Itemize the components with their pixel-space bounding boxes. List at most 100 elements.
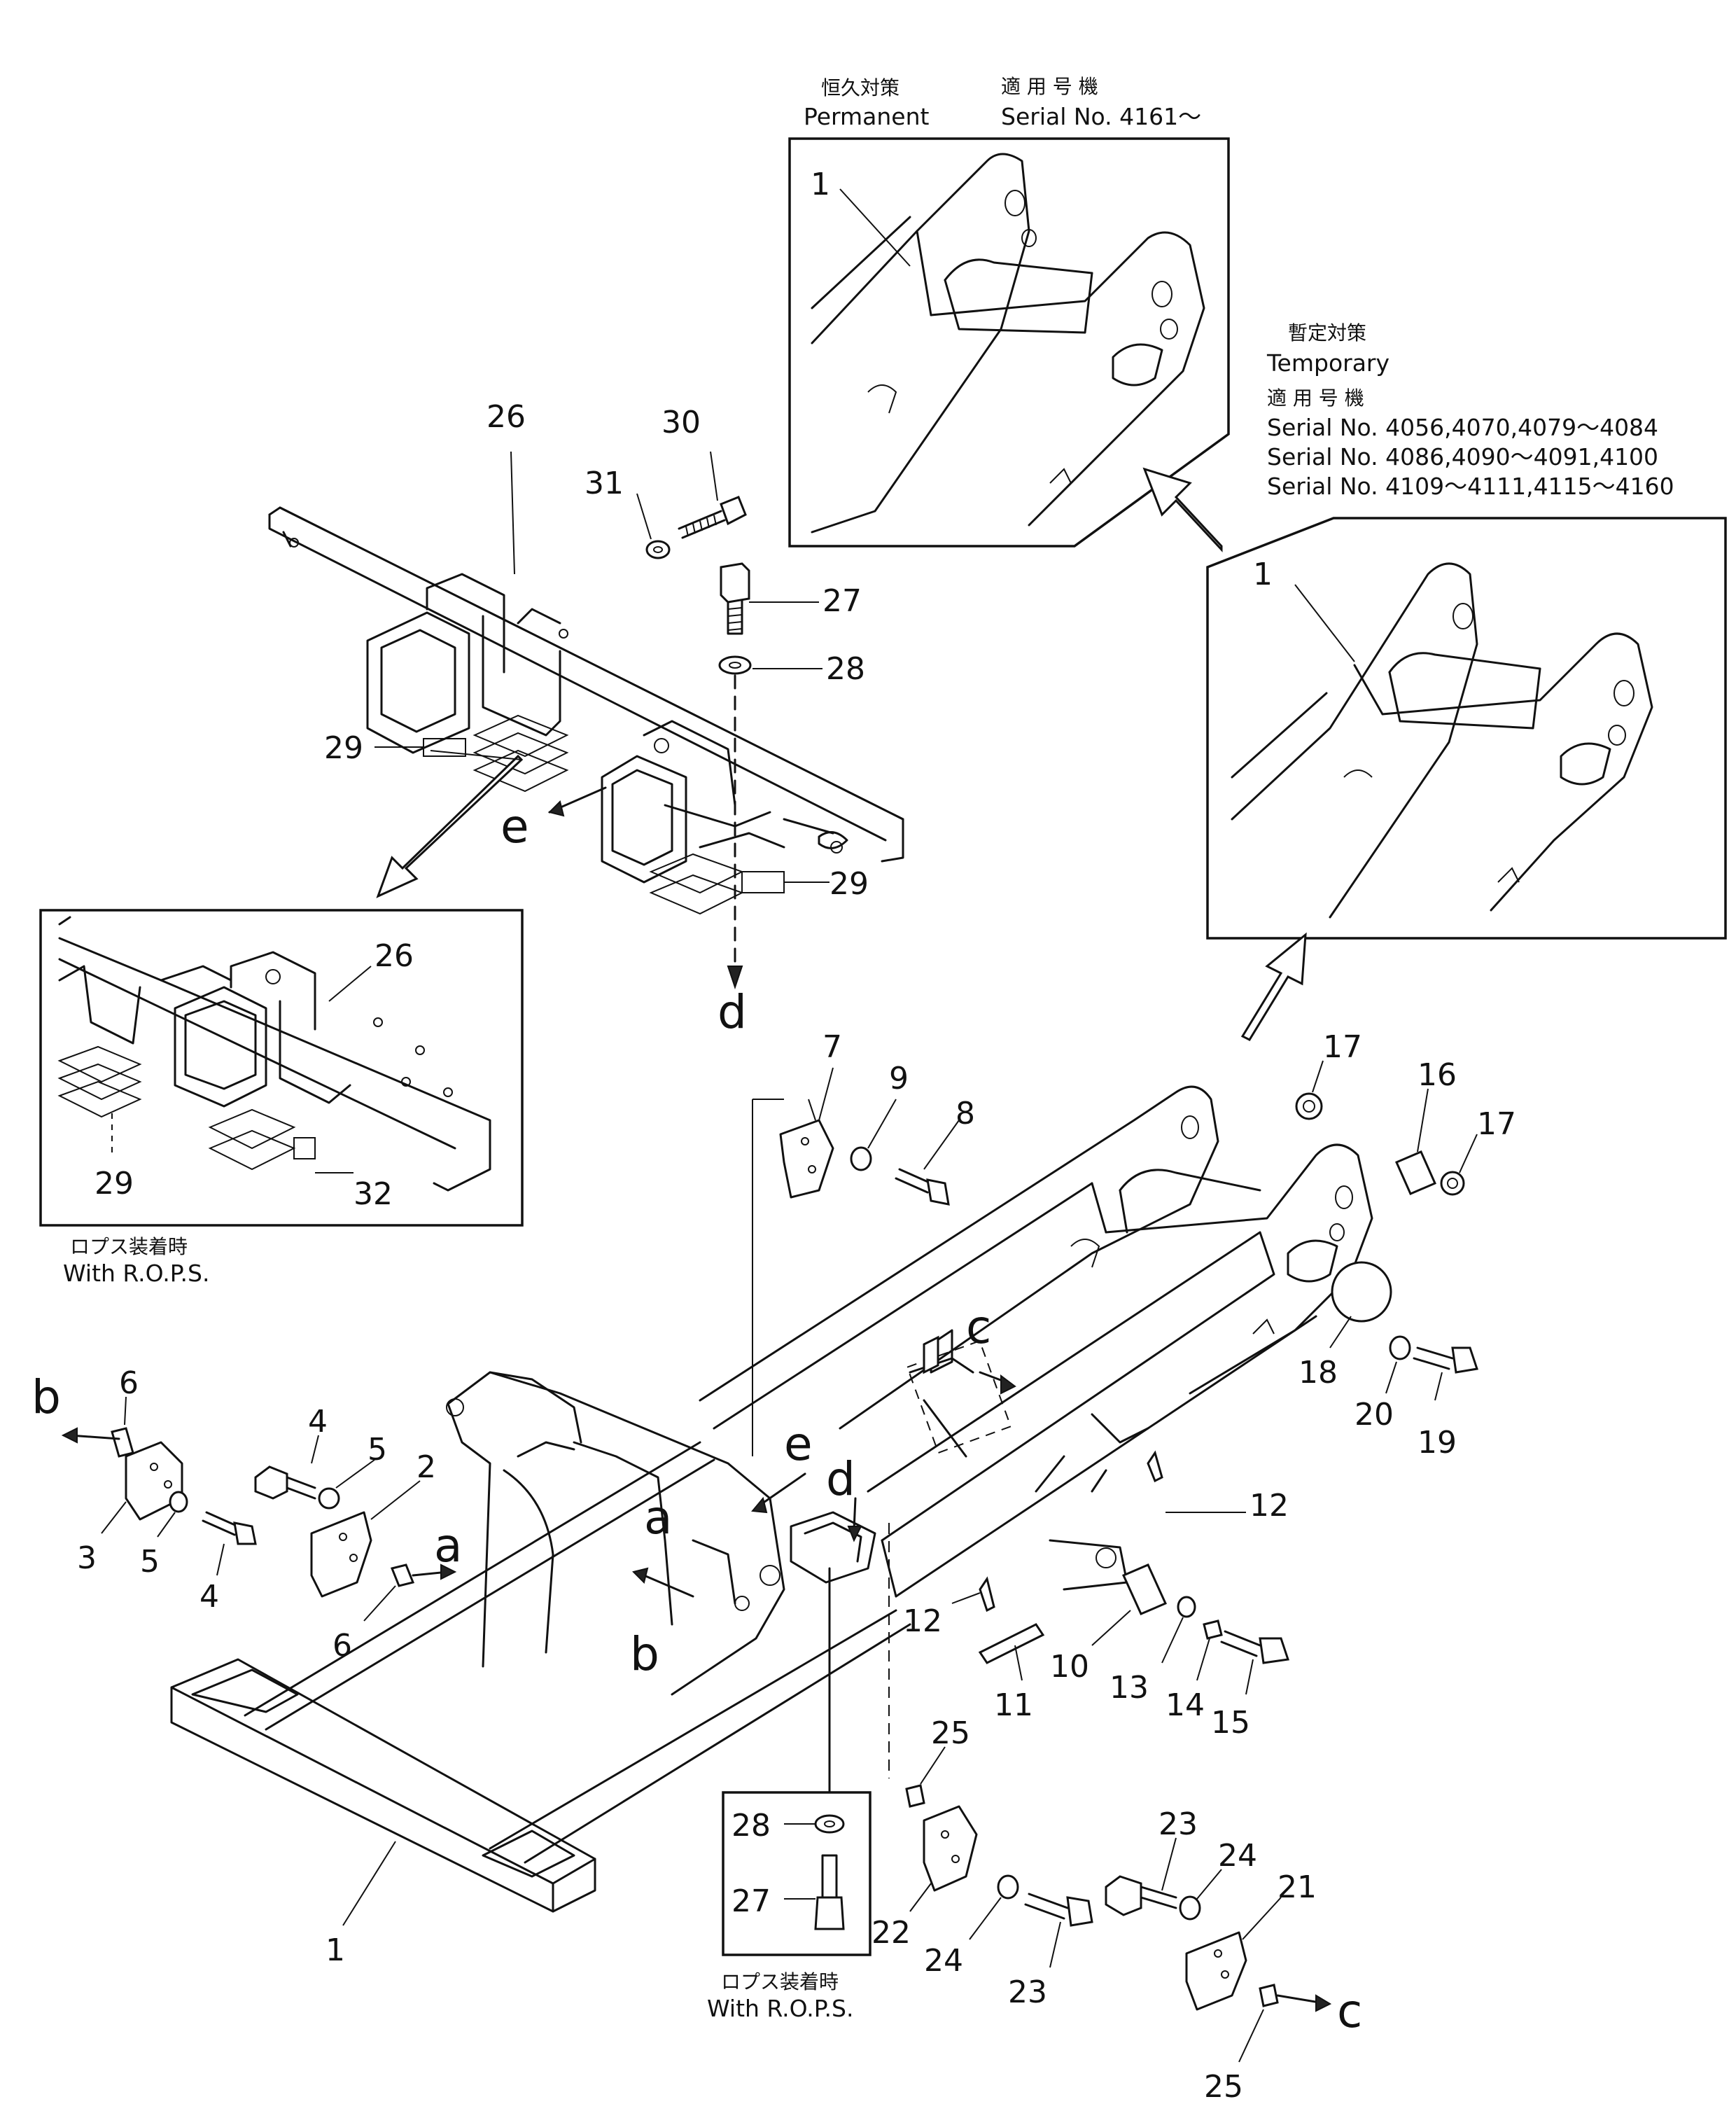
- washer-24-upper: [1179, 1895, 1201, 1921]
- callout-1-temporary: 1: [1253, 557, 1273, 592]
- callout-9: 9: [889, 1061, 909, 1096]
- main-frame: [170, 1085, 1373, 1913]
- serial-temporary-3: Serial No. 4109〜4111,4115〜4160: [1267, 473, 1674, 500]
- callout-11: 11: [994, 1687, 1033, 1723]
- callout-25-upper: 25: [931, 1715, 970, 1751]
- callout-1-main: 1: [326, 1932, 345, 1968]
- callout-26-inset: 26: [374, 938, 414, 974]
- callout-23-right: 23: [1158, 1806, 1198, 1842]
- ref-b-center: b: [630, 1627, 659, 1681]
- callout-8: 8: [955, 1096, 975, 1131]
- callout-3: 3: [77, 1540, 97, 1576]
- callout-16: 16: [1418, 1057, 1457, 1093]
- callout-5-left: 5: [140, 1544, 160, 1580]
- callout-17-left: 17: [1323, 1029, 1362, 1065]
- serial-temporary-1: Serial No. 4056,4070,4079〜4084: [1267, 414, 1658, 441]
- bolt-23-right: [1105, 1875, 1177, 1916]
- callout-24-upper: 24: [1218, 1838, 1257, 1874]
- pin-12-upper: [1147, 1450, 1163, 1483]
- pin-12-lower: [979, 1576, 995, 1612]
- pin-6-top: [111, 1427, 134, 1458]
- pin-25-upper: [905, 1784, 925, 1808]
- callout-17-right: 17: [1477, 1106, 1516, 1142]
- callout-10: 10: [1050, 1649, 1089, 1685]
- washer-28-upper: [718, 655, 752, 675]
- washer-31: [645, 540, 671, 559]
- inset-temporary: 1 暫定対策 Temporary 適 用 号 機 Serial No. 4056…: [1142, 321, 1727, 940]
- shims-29-upper: [374, 714, 569, 793]
- rops-bolt-box: [722, 1567, 872, 1956]
- callout-31: 31: [584, 466, 624, 501]
- serial-temporary-2: Serial No. 4086,4090〜4091,4100: [1267, 443, 1658, 471]
- arrow-temp-to-perm: [1142, 467, 1223, 552]
- bushing-17-left: [1295, 1092, 1323, 1120]
- bracket-2: [310, 1511, 372, 1598]
- bolt-23-left: [1024, 1893, 1093, 1927]
- callout-27-lower: 27: [732, 1883, 771, 1919]
- callout-30: 30: [662, 405, 701, 440]
- ref-e-upper: e: [500, 800, 529, 854]
- callout-7: 7: [822, 1029, 842, 1065]
- rops-label-jp-1: ロプス装着時: [70, 1235, 188, 1258]
- arrow-main-to-temp: [1240, 932, 1307, 1041]
- bolt-19: [1413, 1346, 1478, 1374]
- washer-5-left: [169, 1491, 188, 1513]
- bracket-7: [779, 1119, 834, 1199]
- rops-label-en-2: With R.O.P.S.: [707, 1995, 853, 2022]
- pin-6-lower: [390, 1563, 415, 1587]
- temporary-label-jp: 暫定対策: [1288, 321, 1366, 344]
- callout-12-lower: 12: [903, 1603, 942, 1639]
- cover-18: [1331, 1261, 1392, 1323]
- ref-d-center: d: [826, 1452, 855, 1506]
- inset-rops: [39, 909, 524, 1227]
- bolt-30: [678, 496, 747, 539]
- ref-b-left: b: [31, 1370, 61, 1424]
- callout-23-left: 23: [1008, 1974, 1047, 2010]
- serial-permanent: Serial No. 4161〜: [1001, 103, 1201, 130]
- pin-11: [978, 1623, 1045, 1664]
- ref-a-center: a: [644, 1491, 672, 1545]
- permanent-label-en: Permanent: [804, 103, 930, 130]
- callout-6-lower: 6: [332, 1628, 352, 1664]
- bolt-4-upper: [254, 1465, 316, 1500]
- callout-5-upper: 5: [368, 1432, 387, 1468]
- bracket-22: [923, 1805, 978, 1892]
- bushing-17-right: [1440, 1171, 1465, 1196]
- callout-6-top: 6: [119, 1365, 139, 1401]
- rops-label-en-1: With R.O.P.S.: [63, 1260, 209, 1287]
- ref-c-upper: c: [966, 1300, 991, 1354]
- callout-18: 18: [1298, 1355, 1338, 1391]
- rops-beam-assembly: [268, 506, 904, 884]
- callout-28-lower: 28: [732, 1808, 771, 1844]
- inset-permanent-frame-drawing: [811, 153, 1205, 534]
- pin-25-lower: [1259, 1984, 1279, 2007]
- temporary-label-en: Temporary: [1266, 349, 1390, 377]
- washer-9: [850, 1146, 872, 1171]
- rops-label-jp-2: ロプス装着時: [721, 1970, 839, 1993]
- callout-28-upper: 28: [826, 651, 865, 687]
- arrow-to-rops-inset: [376, 754, 524, 898]
- callout-29-lower: 29: [830, 866, 869, 902]
- bolt-15: [1220, 1630, 1289, 1664]
- washer-20: [1389, 1335, 1411, 1360]
- ref-c-lower: c: [1337, 1984, 1362, 2038]
- callout-19: 19: [1418, 1425, 1457, 1461]
- callout-15: 15: [1211, 1705, 1250, 1741]
- bushing-10: [1122, 1563, 1167, 1615]
- ref-a-left: a: [434, 1519, 462, 1573]
- inset-temporary-frame-drawing: [1231, 562, 1653, 919]
- callout-20: 20: [1354, 1397, 1394, 1433]
- callout-14: 14: [1166, 1687, 1205, 1723]
- bracket-21: [1185, 1931, 1247, 2011]
- washer-5-upper: [318, 1487, 340, 1510]
- ref-e-center: e: [784, 1417, 813, 1471]
- serial-label-jp-permanent: 適 用 号 機: [1001, 75, 1098, 98]
- callout-24-lower: 24: [924, 1943, 963, 1979]
- serial-label-jp-temporary: 適 用 号 機: [1267, 386, 1364, 410]
- callout-4-upper: 4: [308, 1404, 328, 1440]
- callout-21: 21: [1278, 1869, 1317, 1905]
- ref-d-upper: d: [718, 985, 747, 1039]
- permanent-label-jp: 恒久対策: [821, 76, 899, 99]
- callout-1-permanent: 1: [811, 167, 830, 202]
